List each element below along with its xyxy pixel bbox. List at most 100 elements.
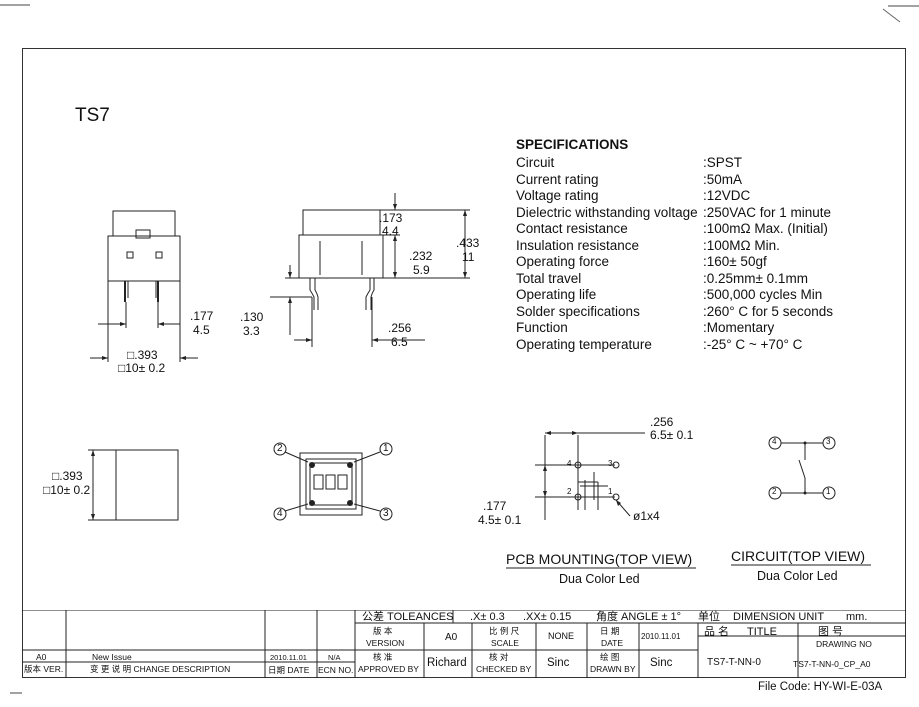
pcb-pin-4: 4 <box>567 459 572 468</box>
drawing-no-en: DRAWING NO <box>816 639 872 649</box>
spec-label: Operating force <box>516 254 610 269</box>
rev-ecn: N/A <box>328 653 341 662</box>
title-block-grid <box>22 610 906 678</box>
version-en: VERSION <box>366 638 405 648</box>
file-code: File Code: HY-WI-E-03A <box>758 681 883 693</box>
version-cn: 版 本 <box>373 626 393 636</box>
circuit-schematic-drawing <box>768 436 836 500</box>
spec-label: Total travel <box>516 270 582 286</box>
rev-value: A0 <box>36 652 47 662</box>
drawing-frame <box>22 48 906 678</box>
spec-value: :0.25mm± 0.1mm <box>703 270 808 286</box>
drawn-value: Sinc <box>650 657 673 669</box>
spec-value: :260° C for 5 seconds <box>703 303 833 319</box>
dim-10-mm: □10± 0.2 <box>118 361 166 375</box>
spec-value: :50mA <box>703 171 743 187</box>
rev-date: 2010.11.01 <box>270 653 307 662</box>
date-en: DATE <box>601 638 624 648</box>
scale-cn: 比 例 尺 <box>489 626 520 636</box>
unit-cn: 单位 <box>698 611 720 623</box>
drawing-title: TS7 <box>75 105 110 126</box>
version-value: A0 <box>445 632 458 643</box>
spec-label: Insulation resistance <box>516 237 640 253</box>
tolerance-1: .X± 0.3 <box>470 611 505 623</box>
front-view-drawing <box>270 193 470 347</box>
pcb-pin-2: 2 <box>567 487 572 496</box>
checked-value: Sinc <box>547 657 570 669</box>
spec-value: :160± 50gf <box>703 254 767 269</box>
spec-label: Function <box>516 320 568 335</box>
spec-value: :Momentary <box>703 320 775 335</box>
side-view-drawing <box>90 210 198 362</box>
dim-44-mm: 4.4 <box>382 224 399 238</box>
dim-393-in: □.393 <box>127 348 158 362</box>
circuit-pin-2: 2 <box>772 487 777 496</box>
dim-65-mm: 6.5 <box>391 335 408 349</box>
specs-heading: SPECIFICATIONS <box>516 137 629 152</box>
pcb-dim-65-mm: 6.5± 0.1 <box>650 428 694 442</box>
name-en: TITLE <box>747 626 777 638</box>
pcb-pin-1: 1 <box>608 487 613 496</box>
header-date: 日期 DATE <box>268 665 310 675</box>
dim-33-mm: 3.3 <box>243 324 260 338</box>
approved-en: APPROVED BY <box>358 664 419 674</box>
date-value: 2010.11.01 <box>641 632 681 641</box>
pcb-title: PCB MOUNTING(TOP VIEW) <box>506 551 693 567</box>
top-view-box-drawing <box>88 449 179 521</box>
pcb-dim-256-in: .256 <box>650 415 674 429</box>
pin-2-label: 2 <box>277 443 283 454</box>
spec-value: :12VDC <box>703 188 751 203</box>
pcb-title-underline <box>506 567 696 569</box>
drawn-en: DRAWN BY <box>590 664 636 674</box>
approved-cn: 核 准 <box>373 652 393 662</box>
circuit-title-underline <box>731 564 871 566</box>
dim-393b-in: □.393 <box>52 469 83 483</box>
spec-value: :250VAC for 1 minute <box>703 204 832 220</box>
pcb-pin-3: 3 <box>608 459 613 468</box>
date-cn: 日 期 <box>600 626 620 636</box>
spec-label: Circuit <box>516 155 555 170</box>
dim-130-in: .130 <box>240 310 264 324</box>
circuit-pin-3: 3 <box>826 437 831 446</box>
circuit-subtitle: Dua Color Led <box>757 569 838 583</box>
dim-173-in: .173 <box>379 211 403 225</box>
circuit-pin-1: 1 <box>826 487 831 496</box>
spec-label: Operating life <box>516 287 597 302</box>
dim-232-in: .232 <box>409 249 433 263</box>
unit-en: DIMENSION UNIT <box>733 611 825 623</box>
pin-top-view-drawing <box>273 442 393 521</box>
spec-label: Voltage rating <box>516 188 599 203</box>
approved-value: Richard <box>427 657 467 669</box>
spec-value: :500,000 cycles Min <box>703 287 823 302</box>
spec-label: Operating temperature <box>516 336 652 352</box>
drawing-no-cn: 图 号 <box>818 626 844 638</box>
header-description: 变 更 说 明 CHANGE DESCRIPTION <box>90 664 231 674</box>
header-version: 版本 VER. <box>24 664 64 674</box>
tolerance-2: .XX± 0.15 <box>523 611 572 623</box>
pcb-dim-45-mm: 4.5± 0.1 <box>478 513 522 527</box>
spec-label: Solder specifications <box>516 303 640 319</box>
scale-value: NONE <box>548 631 575 641</box>
spec-value: :-25° C ~ +70° C <box>703 336 803 352</box>
dim-45-mm: 4.5 <box>193 323 210 337</box>
pcb-subtitle: Dua Color Led <box>559 572 640 586</box>
pcb-dim-177-in: .177 <box>483 499 507 513</box>
name-cn: 品 名 <box>704 626 730 638</box>
unit-value: mm. <box>846 611 868 623</box>
title-value: TS7-T-NN-0 <box>707 657 761 668</box>
checked-cn: 核 对 <box>489 652 509 662</box>
spec-label: Contact resistance <box>516 221 628 236</box>
pin-4-label: 4 <box>277 508 283 519</box>
dim-59-mm: 5.9 <box>413 263 430 277</box>
checked-en: CHECKED BY <box>476 664 532 674</box>
drawn-cn: 绘 图 <box>600 652 620 662</box>
spec-value: :100MΩ Min. <box>703 237 780 253</box>
pin-3-label: 3 <box>383 508 389 519</box>
pcb-mounting-drawing <box>535 431 645 520</box>
scale-en: SCALE <box>491 638 519 648</box>
header-ecn: ECN NO. <box>318 665 354 675</box>
spec-value: :SPST <box>703 155 743 170</box>
dim-177-in: .177 <box>190 309 214 323</box>
dim-433-in: .433 <box>456 236 480 250</box>
